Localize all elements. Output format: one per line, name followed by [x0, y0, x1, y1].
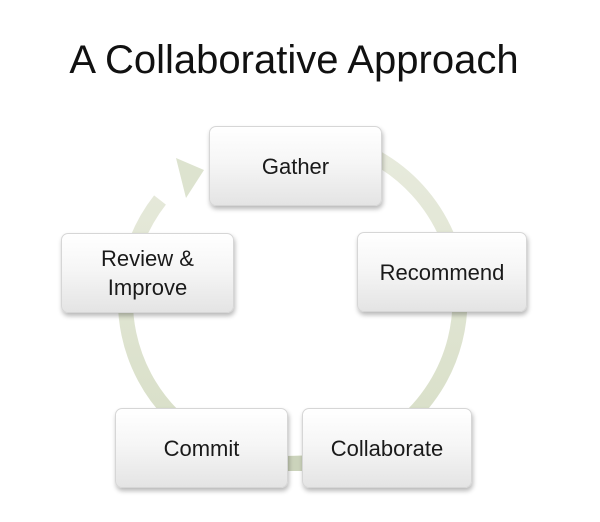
- step-recommend-label: Recommend: [379, 259, 505, 285]
- step-commit-label: Commit: [163, 435, 240, 461]
- diagram-title: A Collaborative Approach: [69, 38, 519, 82]
- step-collaborate-label: Collaborate: [330, 435, 444, 461]
- step-review-improve-line2: Improve: [107, 275, 188, 300]
- step-review-improve: Review & Improve: [61, 233, 234, 313]
- step-recommend: Recommend: [357, 232, 527, 312]
- cycle-connector: [288, 456, 304, 471]
- step-review-improve-label: Review & Improve: [101, 244, 194, 302]
- step-commit: Commit: [115, 408, 288, 488]
- cycle-arrowhead: [176, 158, 204, 198]
- step-review-improve-line1: Review &: [101, 246, 194, 271]
- step-collaborate: Collaborate: [302, 408, 472, 488]
- step-gather-label: Gather: [261, 153, 330, 179]
- step-gather: Gather: [209, 126, 382, 206]
